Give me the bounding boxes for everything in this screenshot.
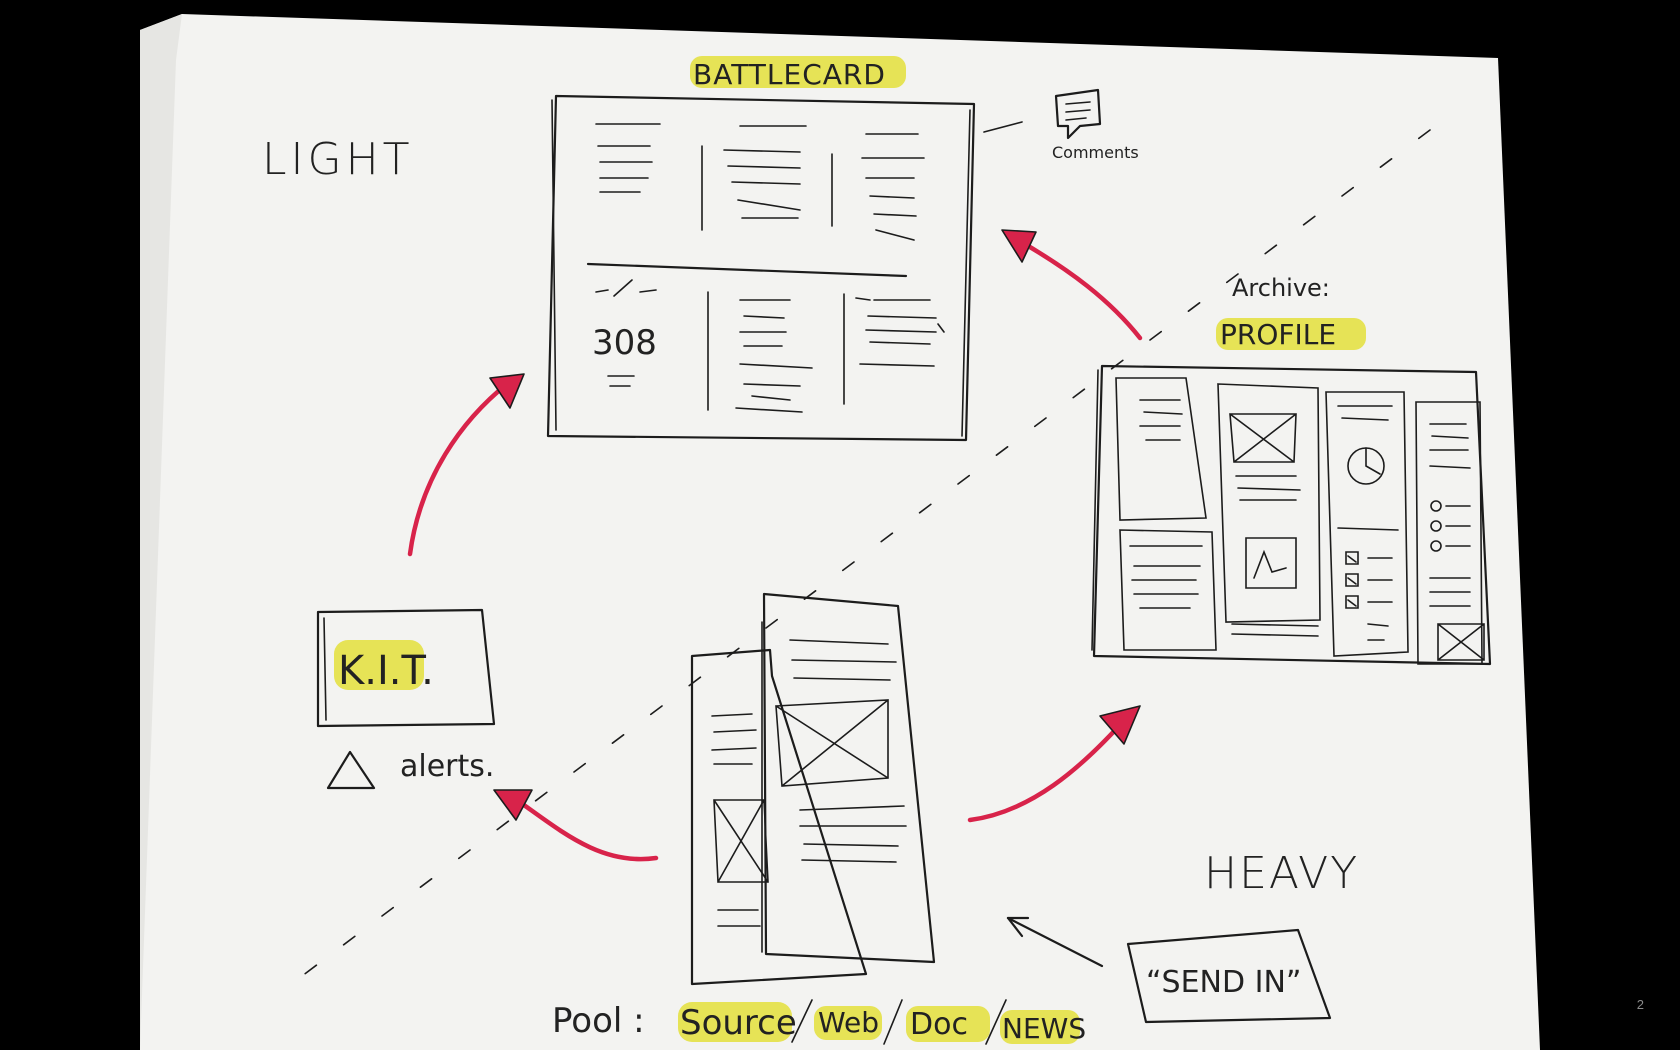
- paper-shadow-edge: [140, 14, 182, 1050]
- source-label: Source: [680, 1003, 797, 1043]
- send-in-label: “SEND IN”: [1146, 965, 1301, 1000]
- comments-connector: [983, 121, 1023, 133]
- comments-label: Comments: [1052, 143, 1139, 162]
- arrow-kit-to-battlecard: [407, 373, 525, 557]
- arrow-documents-to-profile: [967, 705, 1141, 823]
- alert-triangle-icon: [326, 750, 376, 790]
- source-highlight: [678, 1002, 792, 1042]
- paper-sheet: [140, 14, 1540, 1050]
- battlecard-value-308: 308: [592, 323, 657, 363]
- web-highlight: [814, 1006, 882, 1040]
- profile-highlight: [1216, 318, 1366, 350]
- kit-label: K.I.T.: [338, 648, 434, 694]
- news-highlight: [1000, 1010, 1080, 1044]
- battlecard-wireframe: [546, 94, 976, 442]
- battlecard-title: BATTLECARD: [693, 58, 886, 91]
- doc-highlight: [906, 1006, 990, 1042]
- kit-highlight: [334, 640, 424, 690]
- slide-number: 2: [1636, 997, 1644, 1012]
- news-label: NEWS: [1002, 1012, 1086, 1045]
- pool-label: Pool :: [552, 1001, 645, 1041]
- light-label: LIGHT: [262, 134, 414, 185]
- kit-box: [316, 608, 496, 728]
- send-in-arrow: [1006, 916, 1104, 968]
- arrow-documents-to-kit: [493, 789, 659, 862]
- heavy-label: HEAVY: [1204, 848, 1359, 899]
- documents-wireframe: [690, 592, 936, 986]
- send-in-box: [1126, 928, 1332, 1024]
- alerts-label: alerts.: [400, 749, 494, 784]
- archive-label: Archive:: [1232, 274, 1330, 302]
- web-label: Web: [818, 1006, 879, 1039]
- arrow-profile-to-battlecard: [1001, 229, 1143, 341]
- battlecard-highlight: [690, 56, 906, 88]
- comment-bubble-icon: [1054, 88, 1102, 140]
- profile-wireframe: [1091, 364, 1492, 666]
- doc-label: Doc: [910, 1007, 968, 1042]
- profile-title: PROFILE: [1220, 318, 1336, 351]
